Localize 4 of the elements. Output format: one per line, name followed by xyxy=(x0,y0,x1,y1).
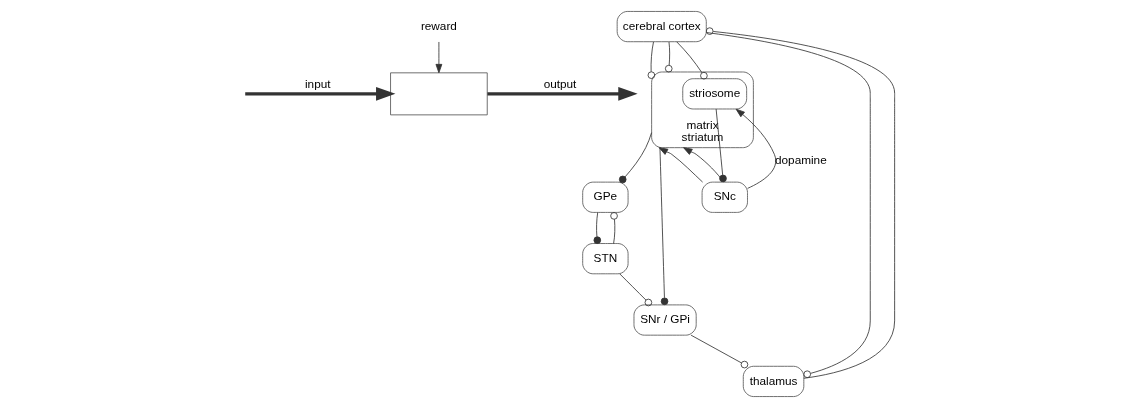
edge-label: input xyxy=(304,77,331,91)
edge-label: output xyxy=(543,77,576,91)
edge-label: dopamine xyxy=(774,152,827,166)
node-text: reward xyxy=(420,18,457,32)
